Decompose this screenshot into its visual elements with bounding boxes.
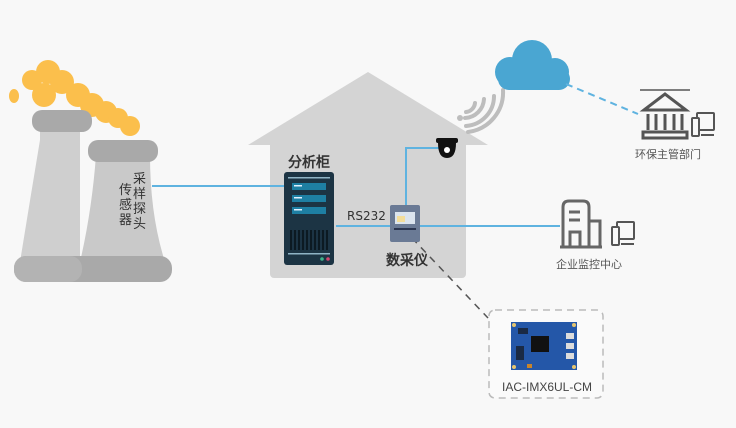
government-building-icon bbox=[639, 89, 691, 140]
wifi-icon bbox=[457, 88, 506, 134]
enterprise-label: 企业监控中心 bbox=[556, 258, 622, 271]
cloud-to-epb-line bbox=[565, 83, 639, 115]
sensor-label-col1: 采样探头 bbox=[133, 172, 147, 232]
epb-label: 环保主管部门 bbox=[635, 148, 701, 161]
cabinet-label: 分析柜 bbox=[288, 155, 330, 171]
sensor-label-col2: 传感器 bbox=[119, 183, 133, 228]
devices-icon bbox=[691, 112, 715, 137]
camera-icon bbox=[436, 138, 458, 158]
collector-to-module-line bbox=[411, 237, 489, 319]
circuit-board-image bbox=[511, 322, 577, 370]
module-label: IAC-IMX6UL-CM bbox=[502, 380, 593, 394]
connection-lines bbox=[152, 83, 639, 227]
data-collector-icon bbox=[390, 205, 420, 242]
collector-to-camera-line bbox=[405, 147, 440, 206]
cloud-icon bbox=[495, 40, 570, 90]
devices-icon bbox=[611, 221, 635, 246]
collector-label: 数采仪 bbox=[386, 253, 428, 269]
cooling-tower-icon bbox=[9, 60, 172, 282]
analysis-cabinet-icon bbox=[284, 172, 334, 265]
enterprise-building-icon bbox=[560, 199, 602, 249]
rs232-label: RS232 bbox=[347, 209, 386, 223]
